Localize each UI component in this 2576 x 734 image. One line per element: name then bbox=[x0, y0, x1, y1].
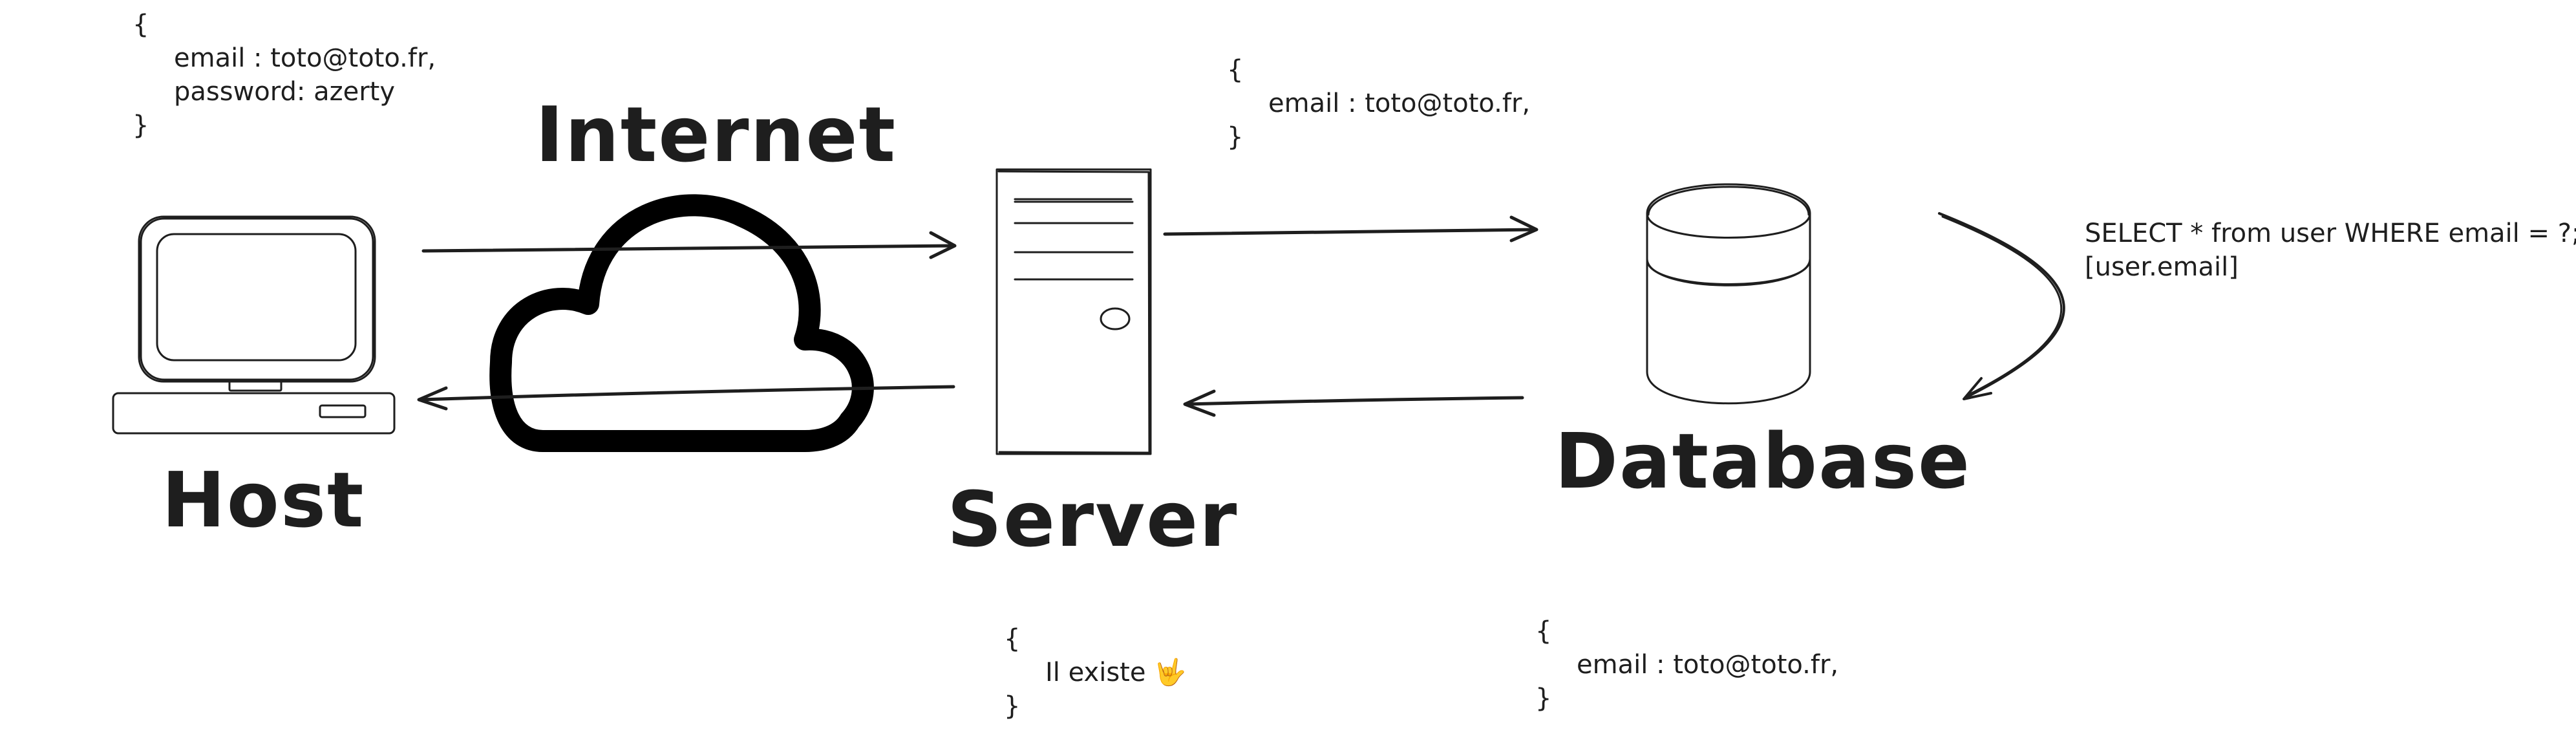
brace-open: { bbox=[1535, 616, 1552, 646]
laptop-icon bbox=[112, 215, 396, 435]
database-cylinder-icon bbox=[1646, 183, 1811, 405]
payload-email: email : toto@toto.fr, bbox=[1268, 89, 1531, 118]
server-tower-icon bbox=[995, 168, 1152, 455]
response-message: Il existe 🤟 bbox=[1045, 658, 1186, 687]
brace-open: { bbox=[133, 10, 149, 39]
sql-params: [user.email] bbox=[2085, 252, 2239, 282]
brace-close: } bbox=[1535, 684, 1552, 713]
payload-password: password: azerty bbox=[174, 77, 396, 107]
cloud-icon bbox=[489, 194, 874, 452]
arrow-query-to-database bbox=[1938, 212, 2065, 400]
brace-close: } bbox=[133, 111, 149, 140]
note-server-to-db-payload: { email : toto@toto.fr, } bbox=[1227, 53, 1530, 154]
arrow-server-to-database bbox=[1163, 215, 1538, 243]
label-server: Server bbox=[947, 475, 1239, 564]
brace-close: } bbox=[1227, 122, 1244, 152]
note-sql-query: SELECT * from user WHERE email = ?; [use… bbox=[2085, 217, 2576, 284]
result-email: email : toto@toto.fr, bbox=[1577, 650, 1839, 680]
brace-close: } bbox=[1004, 691, 1021, 721]
payload-email: email : toto@toto.fr, bbox=[174, 43, 436, 73]
label-database: Database bbox=[1555, 416, 1971, 506]
sql-statement: SELECT * from user WHERE email = ?; bbox=[2085, 219, 2576, 248]
arrow-database-to-server bbox=[1183, 389, 1524, 417]
arrow-server-to-host bbox=[417, 385, 955, 411]
arrow-host-to-server bbox=[421, 231, 957, 259]
brace-open: { bbox=[1004, 624, 1021, 654]
label-host: Host bbox=[162, 455, 365, 545]
note-request-payload: { email : toto@toto.fr, password: azerty… bbox=[133, 8, 436, 142]
note-server-response: { Il existe 🤟 } bbox=[1004, 622, 1186, 723]
note-db-response: { email : toto@toto.fr, } bbox=[1535, 614, 1838, 715]
brace-open: { bbox=[1227, 55, 1244, 85]
label-internet: Internet bbox=[535, 90, 897, 179]
